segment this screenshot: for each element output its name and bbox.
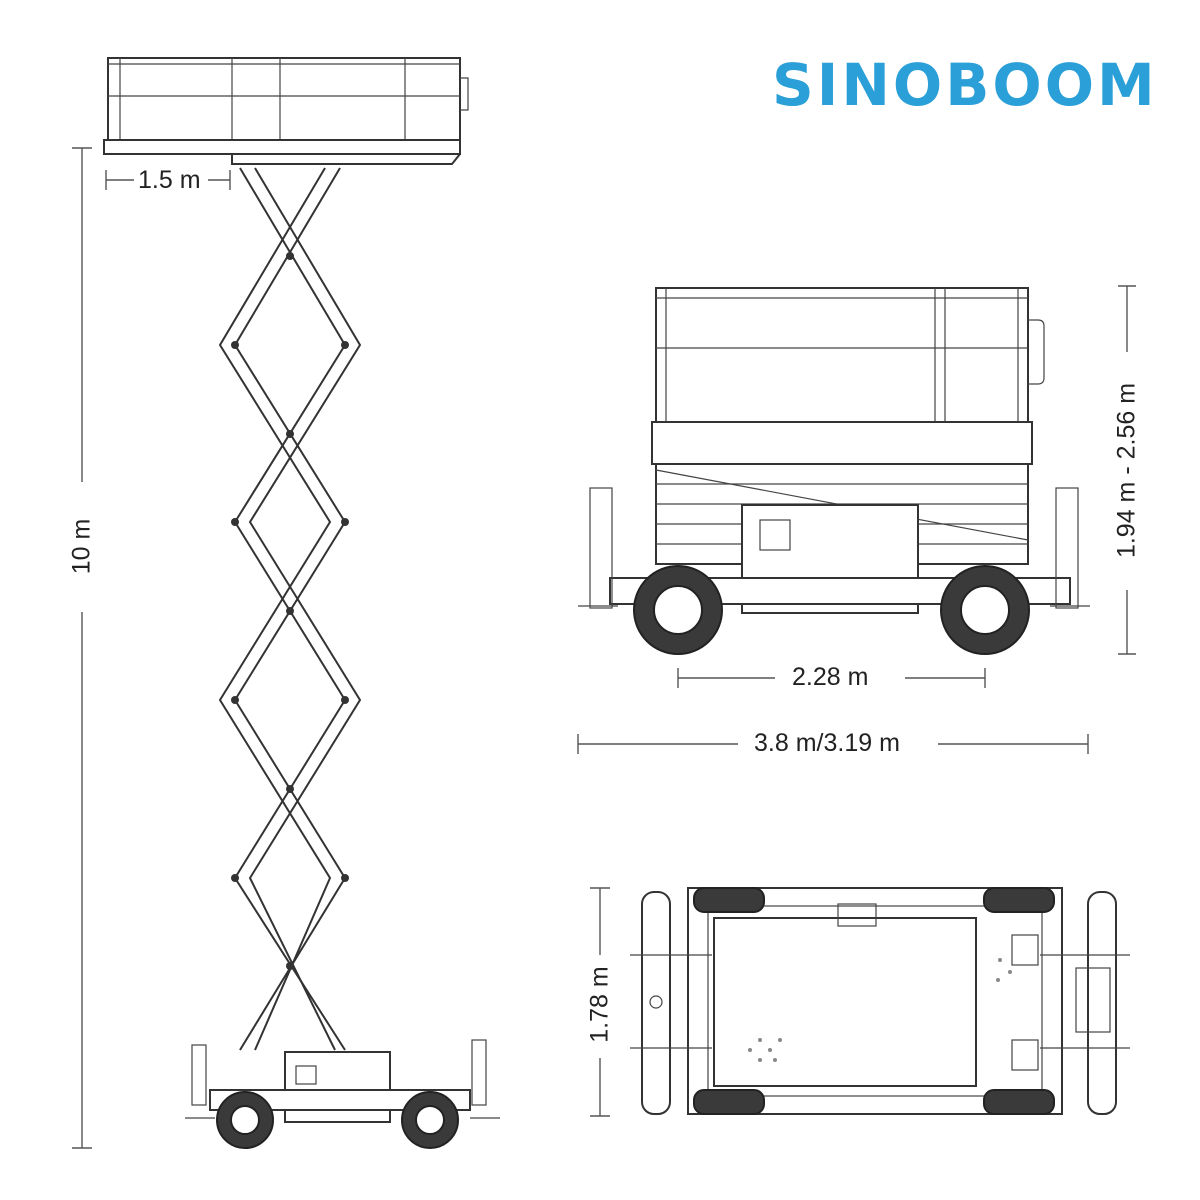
top-outrigger-left <box>641 891 671 1115</box>
top-view <box>630 887 1130 1115</box>
side-view-extended <box>103 57 500 1149</box>
dim-line-wheelbase <box>677 668 986 688</box>
top-chassis-outline <box>687 887 1063 1115</box>
dim-line-length <box>577 734 1089 754</box>
label-working-height: 10 m <box>67 518 96 575</box>
front-view-stowed <box>578 287 1090 655</box>
platform-deck <box>103 139 461 155</box>
dim-line-width <box>590 887 610 1117</box>
top-outrigger-right <box>1087 891 1117 1115</box>
platform-guardrail <box>107 57 461 141</box>
side-chassis-box <box>284 1051 391 1123</box>
sinoboom-logo: SINOBOOM <box>772 51 1158 119</box>
dim-line-working-height <box>72 147 92 1149</box>
dim-line-height-range <box>1118 285 1136 655</box>
label-platform-extension: 1.5 m <box>138 166 201 194</box>
top-tire-front-left <box>693 887 765 913</box>
top-platform-panel <box>713 917 977 1087</box>
label-height-range: 1.94 m - 2.56 m <box>1112 382 1141 559</box>
front-deck <box>651 421 1033 465</box>
front-guardrail <box>655 287 1029 423</box>
label-wheelbase: 2.28 m <box>792 663 869 691</box>
label-length: 3.8 m/3.19 m <box>754 729 900 757</box>
top-tire-rear-right <box>983 1089 1055 1115</box>
top-tire-rear-left <box>693 1089 765 1115</box>
top-tire-front-right <box>983 887 1055 913</box>
dim-line-platform-extension <box>105 170 231 190</box>
label-width: 1.78 m <box>585 966 614 1043</box>
